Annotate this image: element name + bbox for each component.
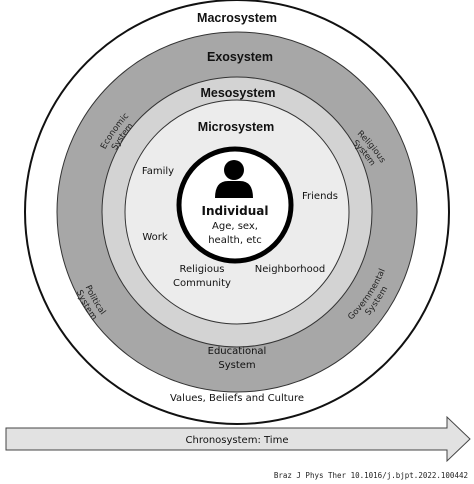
educational-system-label: Educational [208, 346, 267, 357]
microsystem-title: Microsystem [198, 120, 274, 134]
chronosystem-label: Chronosystem: Time [186, 435, 289, 446]
individual-title: Individual [202, 204, 269, 218]
friends-label: Friends [302, 191, 338, 202]
religious-community-label: Religious [180, 264, 225, 275]
mesosystem-title: Mesosystem [200, 86, 275, 100]
citation: Braz J Phys Ther 10.1016/j.bjpt.2022.100… [274, 471, 468, 480]
individual-attributes-2: health, etc [208, 235, 262, 246]
family-label: Family [142, 166, 174, 177]
religious-community-label-2: Community [173, 278, 231, 289]
chronosystem-arrow [5, 415, 471, 463]
individual-attributes-1: Age, sex, [212, 221, 258, 232]
neighborhood-label: Neighborhood [255, 264, 325, 275]
values-beliefs-culture-label: Values, Beliefs and Culture [170, 393, 304, 404]
macrosystem-title: Macrosystem [197, 11, 277, 25]
exosystem-title: Exosystem [207, 50, 273, 64]
person-icon [215, 160, 253, 198]
work-label: Work [142, 232, 168, 243]
educational-system-label-2: System [218, 360, 255, 371]
individual-circle [176, 146, 294, 264]
